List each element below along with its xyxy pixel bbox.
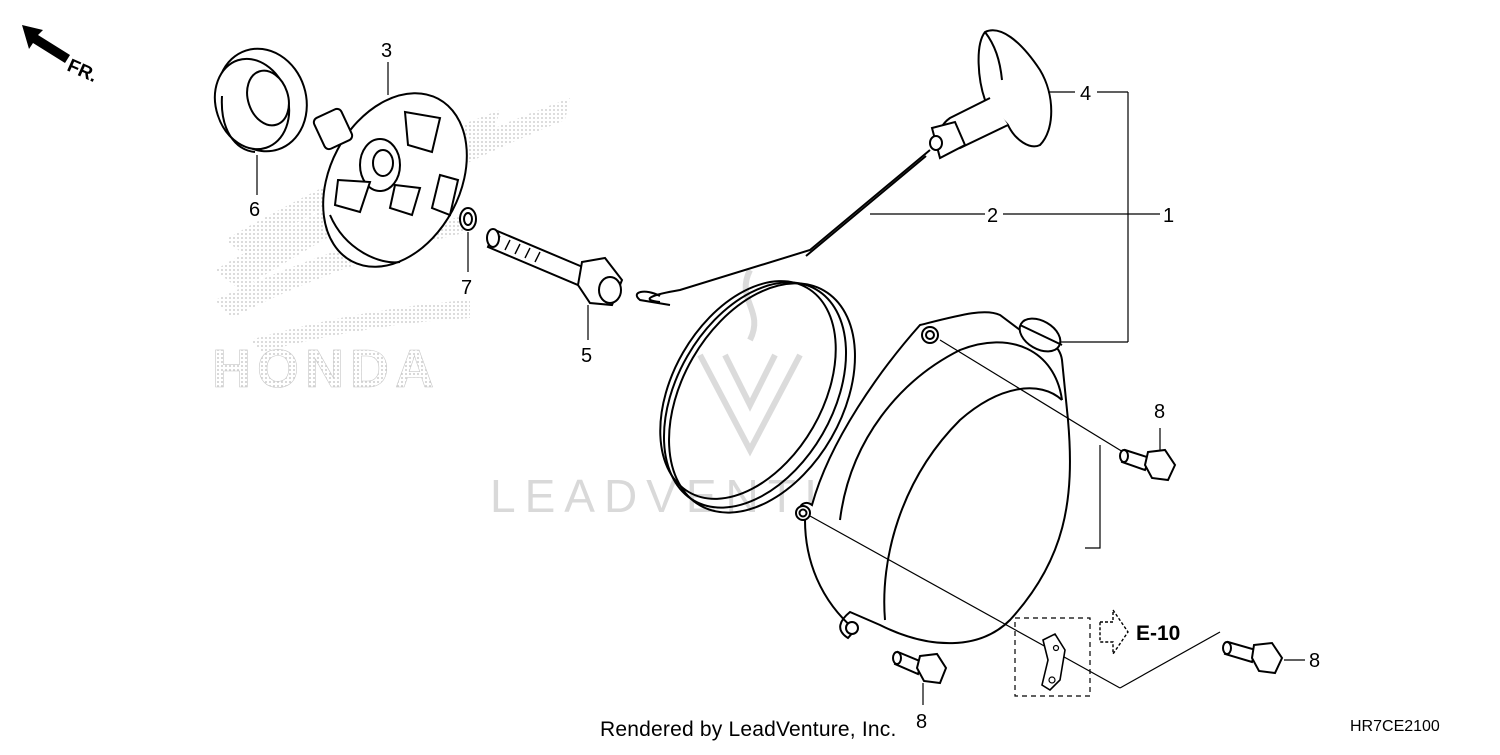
flange-bolt-part-8-bottom[interactable] bbox=[892, 650, 948, 685]
front-direction-arrow: FR. bbox=[22, 25, 100, 87]
honda-watermark: HONDA bbox=[212, 339, 440, 399]
callout-4: 4 bbox=[1080, 83, 1091, 105]
recoil-starter-cover-part-1[interactable] bbox=[795, 311, 1071, 645]
diagram-code: HR7CE2100 bbox=[1350, 718, 1440, 735]
callout-8-right: 8 bbox=[1309, 650, 1320, 672]
callout-7: 7 bbox=[461, 277, 472, 299]
reference-arrow-icon[interactable] bbox=[1099, 607, 1129, 657]
leadventure-watermark-logo bbox=[697, 268, 803, 457]
recoil-pulley-part-3[interactable] bbox=[294, 68, 495, 291]
flange-bolt-part-8-lower-right[interactable] bbox=[1222, 640, 1284, 675]
leader-lines bbox=[809, 91, 1221, 689]
flange-bolt-part-8-right[interactable] bbox=[1119, 448, 1177, 482]
callout-6: 6 bbox=[249, 199, 260, 221]
washer-part-7[interactable] bbox=[459, 207, 477, 231]
callout-5: 5 bbox=[581, 345, 592, 367]
callout-8-top: 8 bbox=[1154, 401, 1165, 423]
starter-grip-part-4[interactable] bbox=[929, 29, 1053, 160]
callout-3: 3 bbox=[381, 40, 392, 62]
rendered-by-credit: Rendered by LeadVenture, Inc. bbox=[600, 718, 897, 741]
callout-2: 2 bbox=[987, 205, 998, 227]
callout-8-bottom: 8 bbox=[916, 711, 927, 733]
front-direction-label: FR. bbox=[64, 55, 101, 87]
reference-bracket-box bbox=[1014, 617, 1091, 697]
starter-rope-part-2[interactable] bbox=[624, 149, 931, 545]
cover-side-bracket bbox=[1085, 445, 1101, 549]
oil-seal-part-6[interactable] bbox=[204, 37, 320, 163]
reference-link-e10[interactable]: E-10 bbox=[1136, 622, 1180, 645]
callout-1: 1 bbox=[1163, 205, 1174, 227]
bolt-part-5[interactable] bbox=[486, 228, 624, 307]
